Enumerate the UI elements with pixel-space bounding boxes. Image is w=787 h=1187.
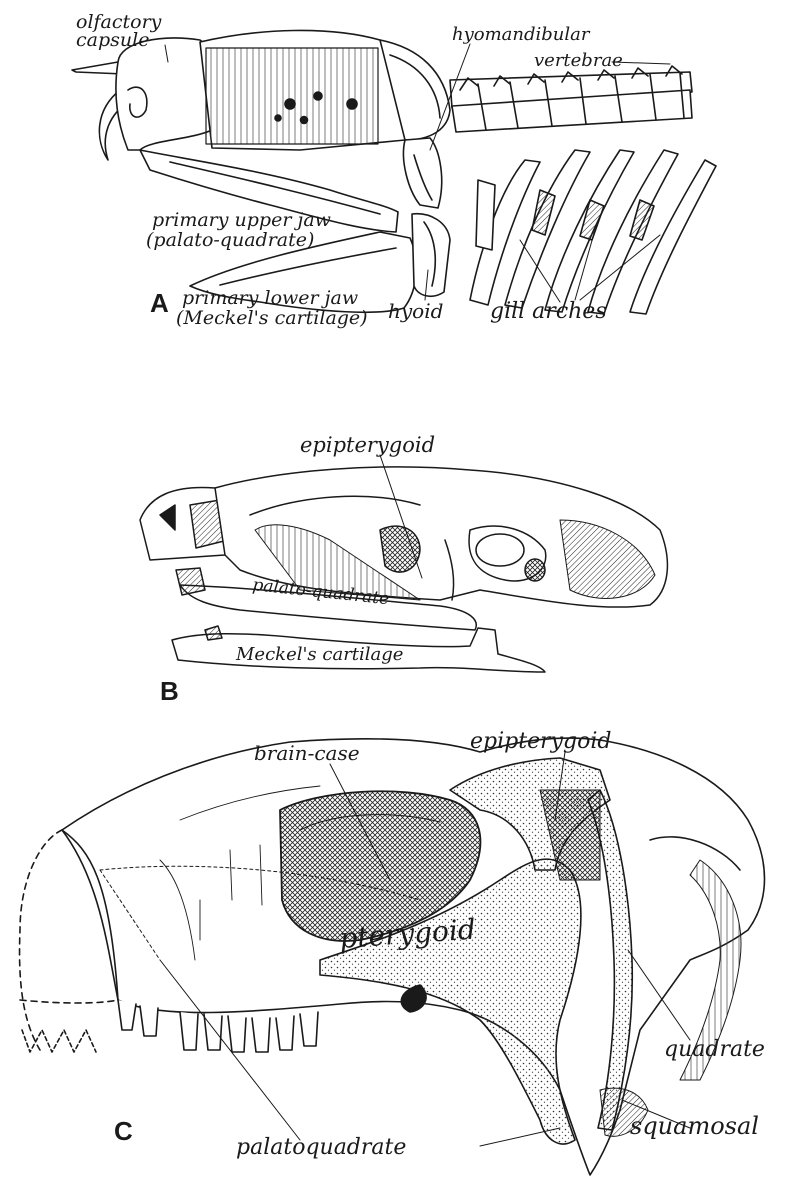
palato-small — [176, 568, 205, 595]
label-olfactory-line2: capsule — [76, 29, 149, 51]
label-meckels-b: Meckel's cartilage — [235, 644, 403, 665]
foramen-2 — [314, 92, 322, 100]
label-palatoquadrate-c: palatoquadrate — [236, 1135, 406, 1160]
panel-a-drawing — [72, 30, 716, 314]
panel-c-letter: C — [114, 1116, 133, 1146]
hyomandibular-bone — [403, 138, 441, 208]
orbit-b — [380, 526, 420, 572]
olfactory-capsule — [116, 38, 212, 150]
foramen-5 — [275, 115, 281, 121]
label-squamosal-c: squamosal — [630, 1112, 759, 1140]
label-quadrate-c: quadrate — [664, 1037, 765, 1062]
foramen-3 — [347, 99, 357, 109]
panel-c-drawing — [20, 738, 765, 1175]
foramen-1 — [285, 99, 295, 109]
label-hyomandibular: hyomandibular — [452, 24, 591, 45]
dashed-snout — [20, 830, 62, 1050]
orbit — [206, 48, 378, 144]
label-epipterygoid-b: epipterygoid — [300, 433, 435, 457]
panel-b-letter: B — [160, 676, 179, 706]
panel-a-letter: A — [150, 288, 169, 318]
label-gill-arches: gill arches — [490, 299, 607, 324]
label-epipterygoid-c: epipterygoid — [470, 729, 611, 754]
vertebrae-column — [450, 66, 692, 132]
label-lower-jaw-line2: (Meckel's cartilage) — [176, 307, 368, 329]
label-hyoid: hyoid — [388, 299, 443, 323]
label-brain-case: brain-case — [254, 741, 360, 765]
label-upper-jaw-line1: primary upper jaw — [152, 209, 331, 231]
hyoid-bone — [412, 214, 450, 297]
label-lower-jaw-line1: primary lower jaw — [182, 287, 358, 309]
label-upper-jaw-line2: (palato-quadrate) — [146, 229, 314, 251]
panel-b-drawing — [140, 455, 667, 672]
foramen-4 — [301, 117, 308, 124]
label-vertebrae: vertebrae — [534, 50, 623, 71]
